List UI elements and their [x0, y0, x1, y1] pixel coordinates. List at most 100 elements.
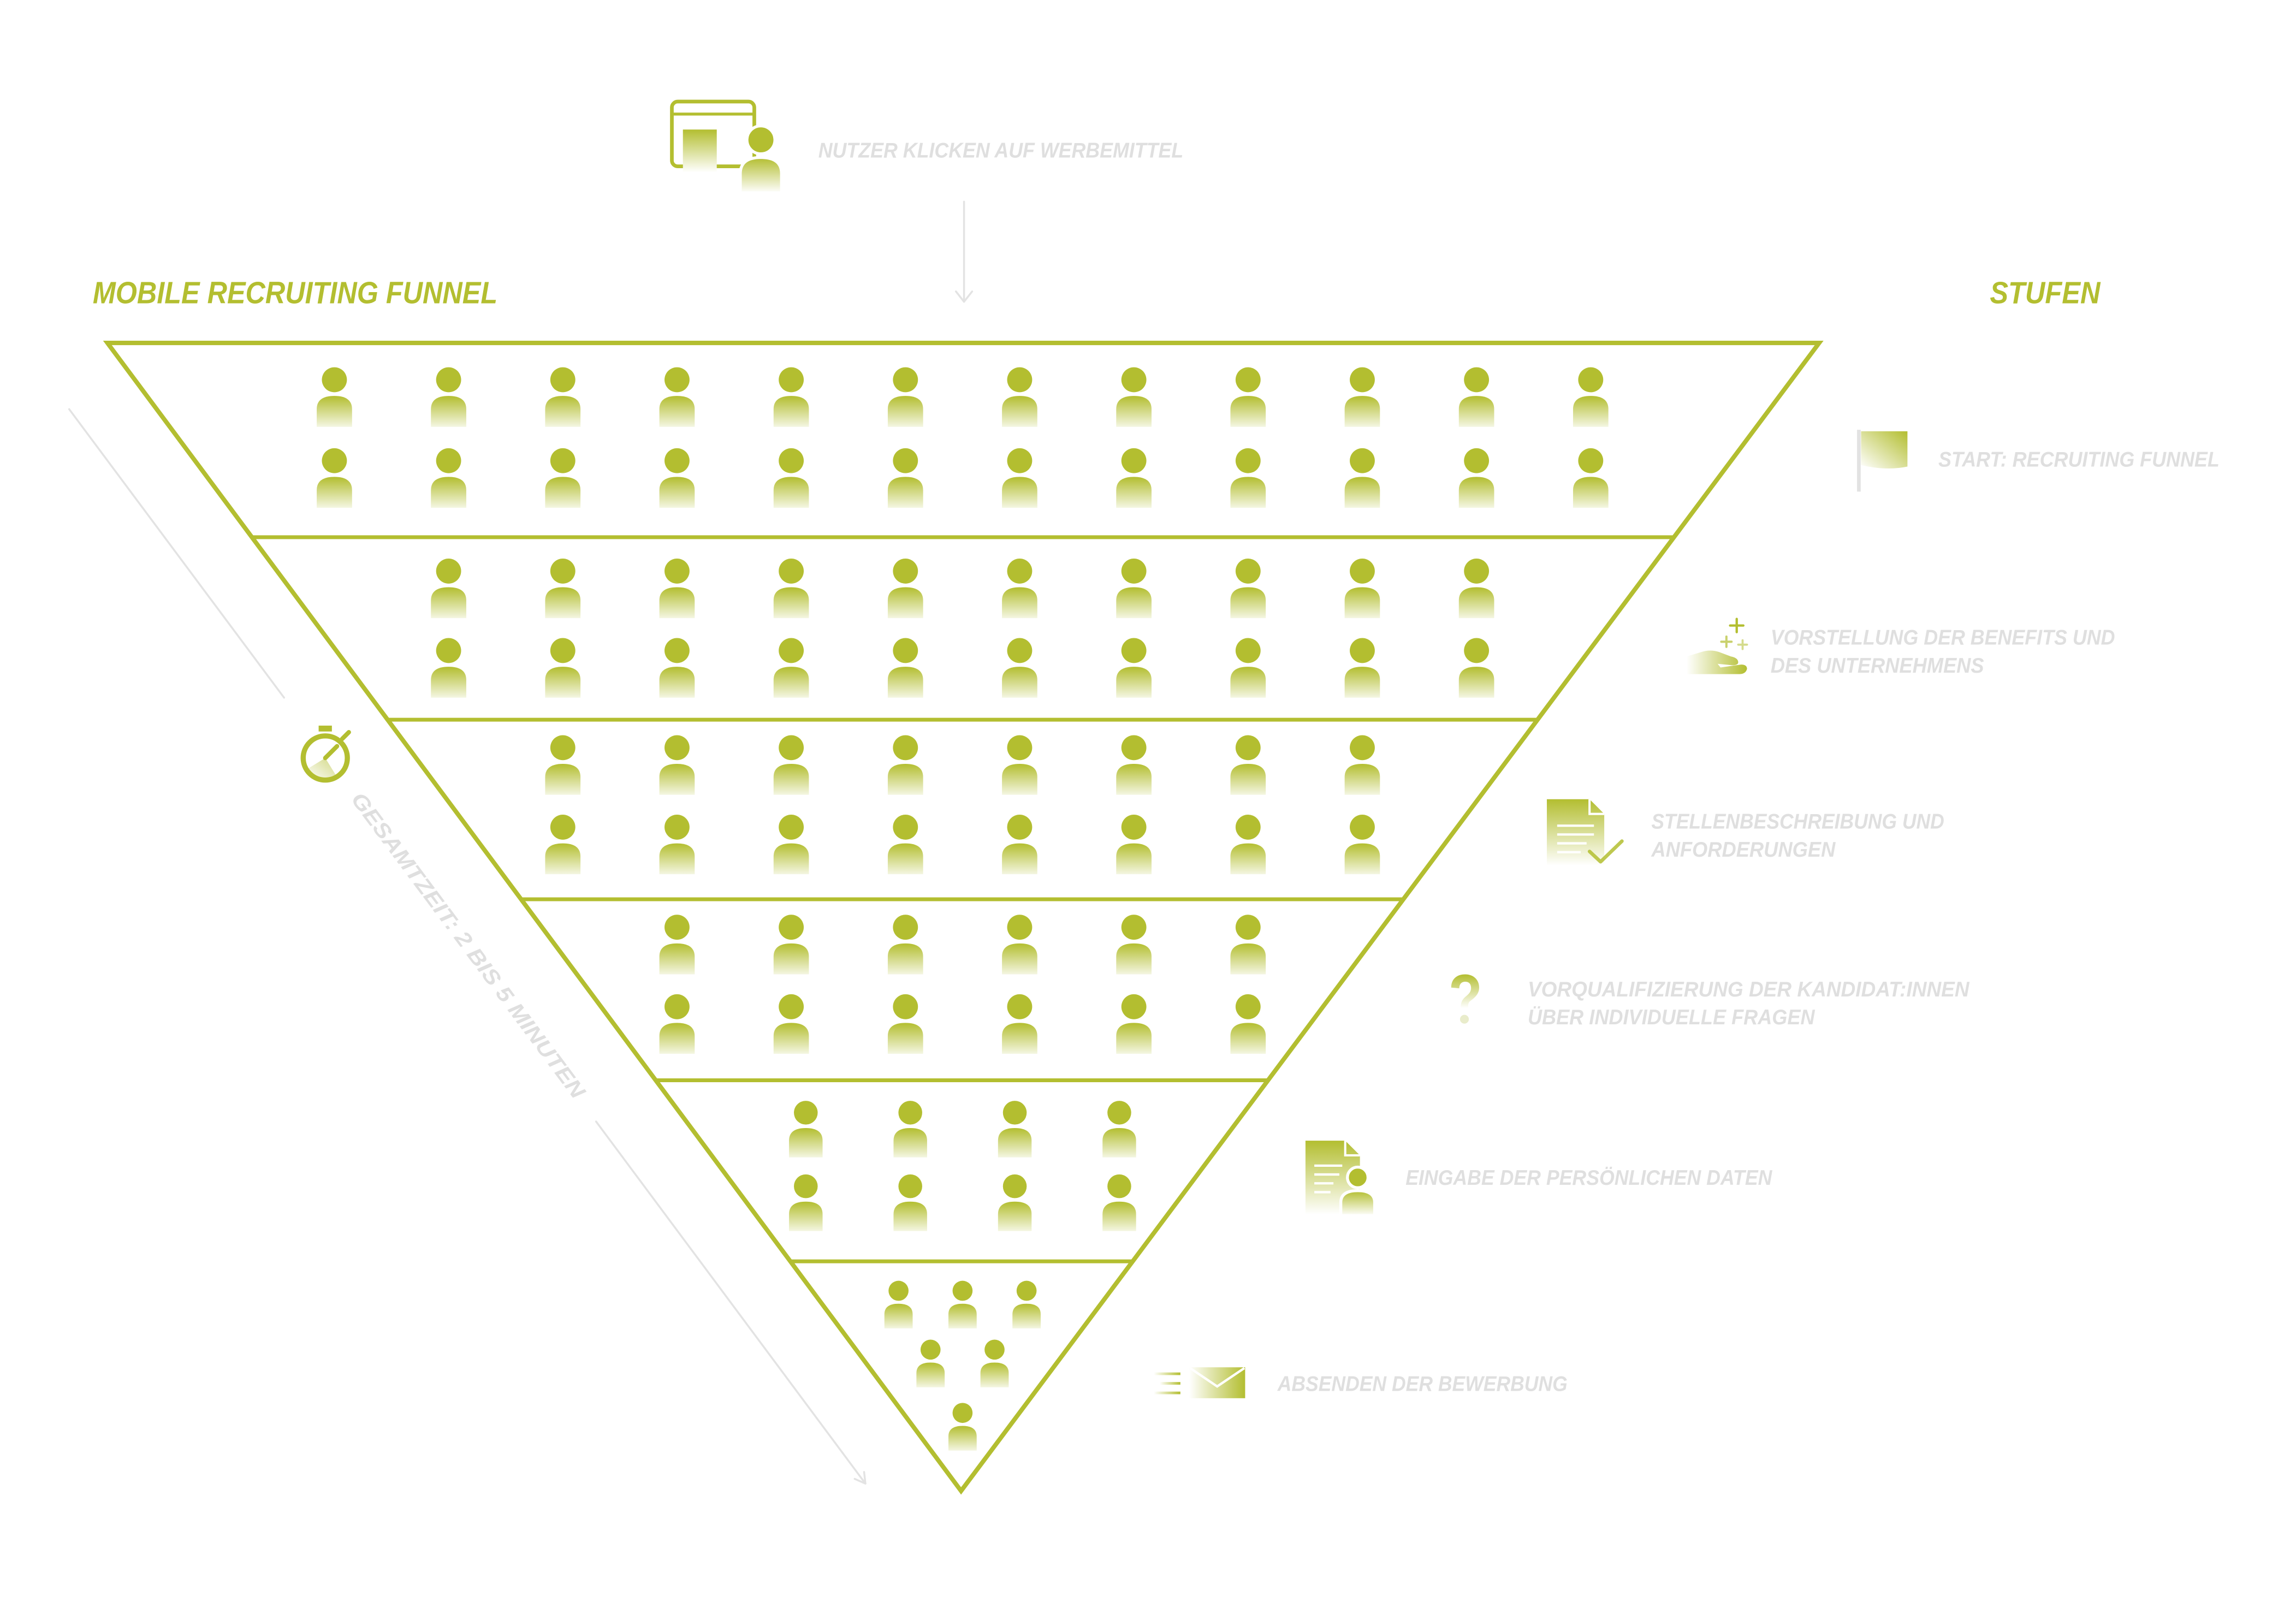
- person-head: [893, 994, 918, 1019]
- person-icon: [893, 1101, 927, 1158]
- person-body: [773, 667, 809, 698]
- stopwatch-button: [340, 730, 351, 741]
- stage-3: STELLENBESCHREIBUNG UND ANFORDERUNGEN: [1546, 799, 1944, 866]
- person-head: [1350, 815, 1375, 840]
- person-head: [1235, 448, 1261, 473]
- person-icon: [659, 558, 695, 619]
- person-body: [773, 843, 809, 875]
- person-head: [1464, 558, 1490, 584]
- person-body: [1116, 667, 1152, 698]
- person-icon: [1002, 638, 1037, 698]
- person-head: [1578, 367, 1604, 393]
- person-body: [545, 587, 581, 619]
- person-body: [789, 1128, 823, 1158]
- person-head: [1121, 735, 1147, 761]
- person-head: [779, 735, 804, 761]
- person-icon: [545, 735, 581, 795]
- entry-group: NUTZER KLICKEN AUF WERBEMITTEL: [670, 99, 1183, 303]
- person-icon: [1116, 367, 1152, 427]
- person-body: [431, 587, 466, 619]
- person-head: [1350, 448, 1375, 473]
- stage-2: VORSTELLUNG DER BENEFITS UND DES UNTERNE…: [1687, 618, 2115, 678]
- person-body: [1344, 477, 1380, 508]
- entry-label: NUTZER KLICKEN AUF WERBEMITTEL: [818, 139, 1183, 162]
- person-body: [1230, 477, 1266, 508]
- person-body: [773, 477, 809, 508]
- person-head: [1007, 815, 1033, 840]
- person-head: [1464, 367, 1490, 393]
- person-icon: [893, 1174, 927, 1231]
- timeline-line: [68, 408, 285, 699]
- flag-cloth: [1861, 431, 1908, 468]
- person-icon: [659, 815, 695, 875]
- stage-label: EINGABE DER PERSÖNLICHEN DATEN: [1405, 1166, 1772, 1190]
- person-body: [789, 1201, 823, 1231]
- person-icon: [545, 558, 581, 619]
- person-icon: [1230, 367, 1266, 427]
- person-icon: [789, 1101, 823, 1158]
- person-body: [1102, 1201, 1136, 1231]
- person-body: [887, 943, 923, 975]
- person-icon: [545, 815, 581, 875]
- entry-arrow-head: [954, 290, 974, 303]
- person-icon: [1344, 638, 1380, 698]
- person-body: [916, 1362, 945, 1387]
- person-body: [773, 943, 809, 975]
- stage-label-line: DES UNTERNEHMENS: [1771, 654, 1984, 678]
- person-head: [1350, 735, 1375, 761]
- person-body: [1230, 843, 1266, 875]
- person-head: [665, 815, 690, 840]
- person-icon: [887, 815, 923, 875]
- person-icon: [887, 558, 923, 619]
- person-body: [884, 1303, 913, 1329]
- person-icon: [1002, 558, 1037, 619]
- person-head: [1578, 448, 1604, 473]
- person-body: [1230, 396, 1266, 427]
- person-icon: [773, 448, 809, 508]
- person-head: [1235, 915, 1261, 940]
- person-head: [665, 638, 690, 663]
- person-body: [659, 843, 695, 875]
- person-body: [887, 587, 923, 619]
- person-head: [779, 915, 804, 940]
- speed-line: [1154, 1391, 1180, 1395]
- person-icon: [659, 994, 695, 1054]
- person-icon: [1344, 815, 1380, 875]
- person-body: [659, 667, 695, 698]
- person-body: [1116, 396, 1152, 427]
- person-body: [1344, 667, 1380, 698]
- person-body: [1002, 396, 1037, 427]
- person-icon: [545, 367, 581, 427]
- person-icon: [1458, 367, 1494, 427]
- stage-label-line: ANFORDERUNGEN: [1651, 838, 1836, 862]
- person-body: [1573, 477, 1609, 508]
- person-head: [888, 1280, 909, 1301]
- person-icon: [887, 367, 923, 427]
- person-body: [659, 396, 695, 427]
- person-icon: [998, 1101, 1032, 1158]
- stage-4-people: [659, 915, 1266, 1054]
- person-icon: [1002, 735, 1037, 795]
- sparkle: [1720, 635, 1733, 648]
- user-head: [745, 124, 776, 156]
- person-head: [1235, 735, 1261, 761]
- stages-heading: STUFEN: [1990, 275, 2101, 310]
- person-head: [893, 638, 918, 663]
- person-head: [898, 1101, 922, 1125]
- person-icon: [789, 1174, 823, 1231]
- person-body: [773, 1023, 809, 1054]
- person-icon: [1458, 558, 1494, 619]
- person-body: [1344, 843, 1380, 875]
- person-body: [1344, 587, 1380, 619]
- person-icon: [1573, 367, 1609, 427]
- person-head: [665, 915, 690, 940]
- person-head: [1235, 638, 1261, 663]
- person-head: [952, 1403, 973, 1423]
- person-body: [1458, 587, 1494, 619]
- person-body: [317, 477, 352, 508]
- person-head: [665, 367, 690, 393]
- person-head: [1121, 638, 1147, 663]
- person-body: [1344, 396, 1380, 427]
- person-head: [1121, 558, 1147, 584]
- document-corner: [1588, 799, 1605, 815]
